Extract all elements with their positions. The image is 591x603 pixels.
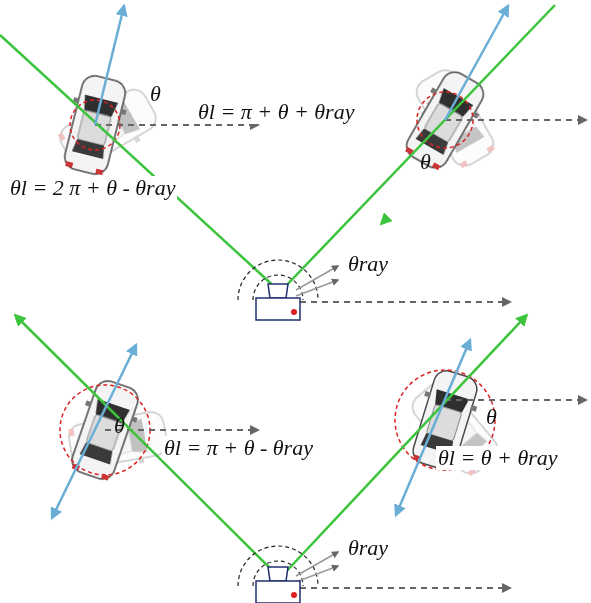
angle-arc — [238, 260, 318, 586]
angle-formula: θl = 2 π + θ - θray — [8, 176, 177, 200]
angle-symbol: θ — [112, 414, 127, 438]
angle-formula: θl = θ + θray — [436, 446, 560, 470]
ray-direction — [296, 266, 338, 582]
angle-symbol: θ — [418, 150, 433, 174]
angle-symbol: θ — [148, 82, 163, 106]
angle-formula: θray — [346, 536, 390, 560]
sensor — [256, 567, 300, 603]
heading-arrow — [52, 6, 508, 518]
angle-formula: θray — [346, 252, 390, 276]
angle-symbol: θ — [484, 405, 499, 429]
ray — [0, 5, 555, 576]
angle-formula: θl = π + θ + θray — [196, 100, 356, 124]
angle-formula: θl = π + θ - θray — [162, 436, 315, 460]
sensor — [256, 284, 300, 320]
